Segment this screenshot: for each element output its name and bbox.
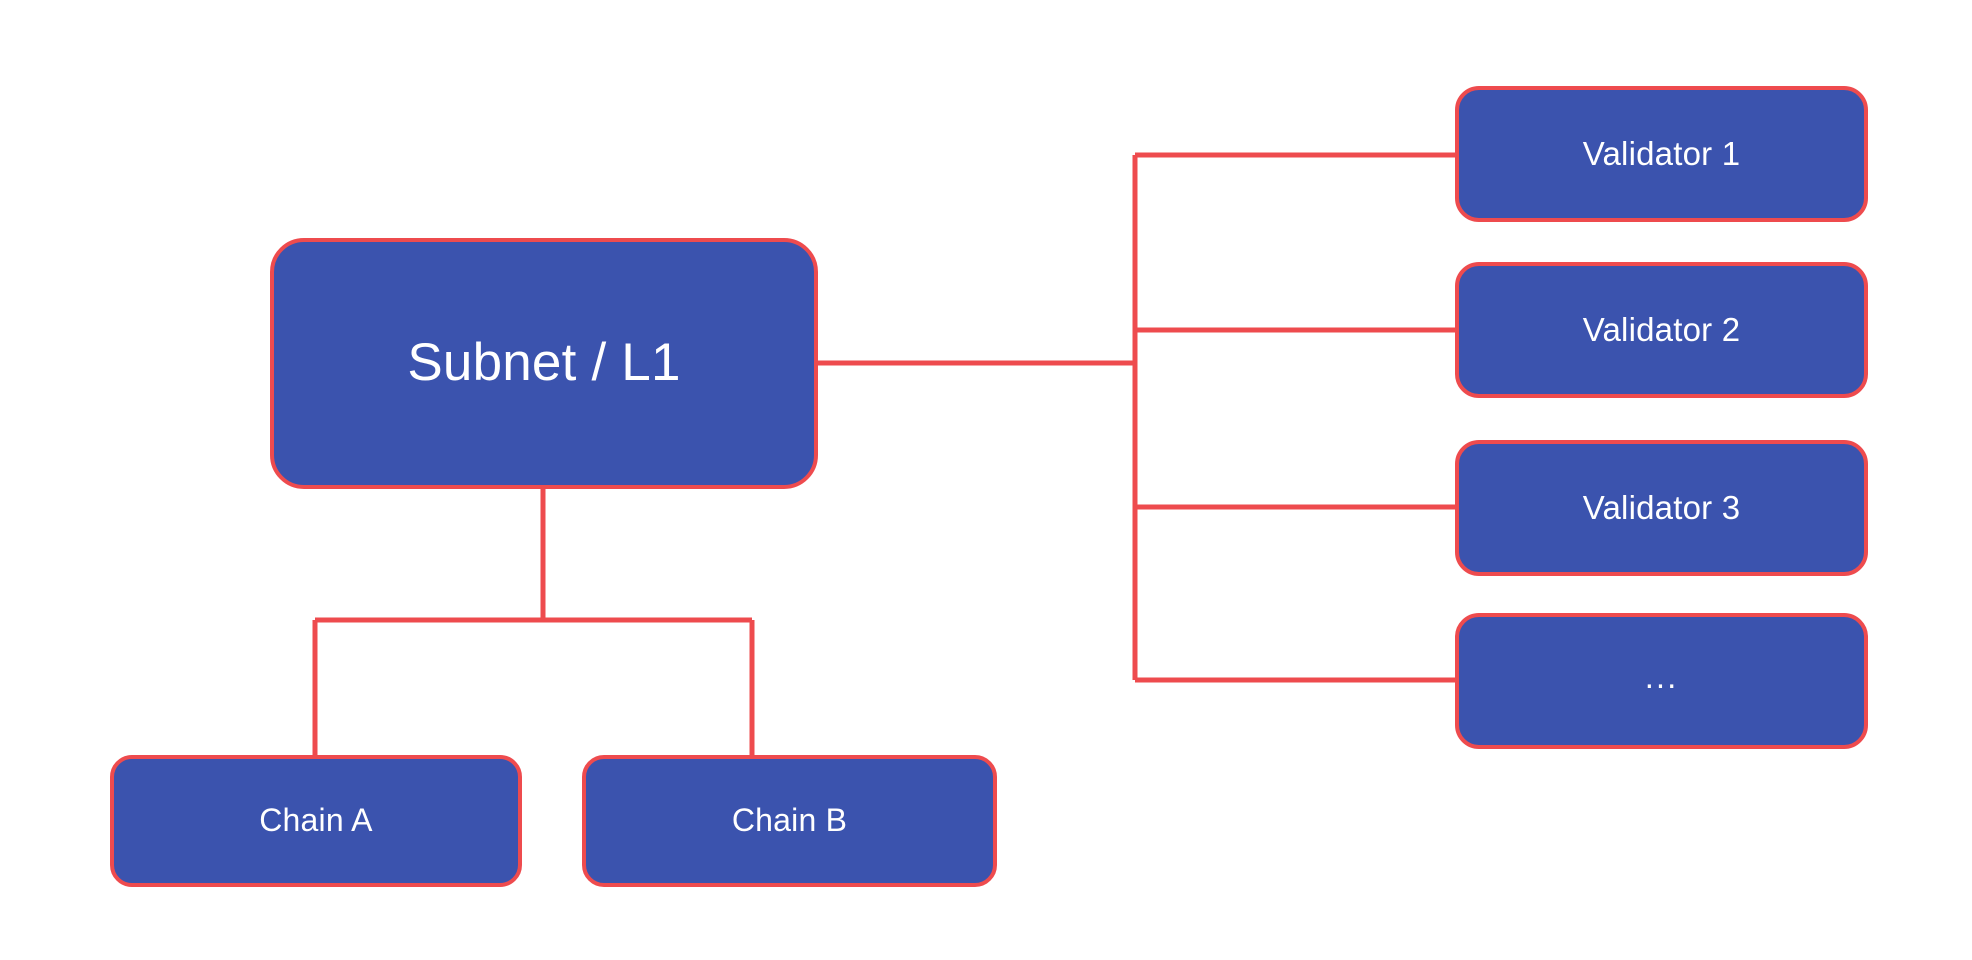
node-validator-ellipsis[interactable]: ... [1455, 613, 1868, 749]
node-validator-3-label: Validator 3 [1582, 488, 1741, 526]
node-subnet-l1[interactable]: Subnet / L1 [270, 238, 818, 489]
node-chain-a[interactable]: Chain A [110, 755, 522, 887]
node-validator-2-label: Validator 2 [1582, 310, 1741, 348]
node-chain-a-label: Chain A [259, 802, 373, 839]
node-validator-3[interactable]: Validator 3 [1455, 440, 1868, 576]
node-validator-1[interactable]: Validator 1 [1455, 86, 1868, 222]
node-subnet-l1-label: Subnet / L1 [407, 333, 681, 393]
node-validator-2[interactable]: Validator 2 [1455, 262, 1868, 398]
node-validator-ellipsis-label: ... [1644, 657, 1679, 695]
node-chain-b-label: Chain B [731, 802, 848, 839]
node-validator-1-label: Validator 1 [1582, 134, 1741, 172]
node-chain-b[interactable]: Chain B [582, 755, 997, 887]
